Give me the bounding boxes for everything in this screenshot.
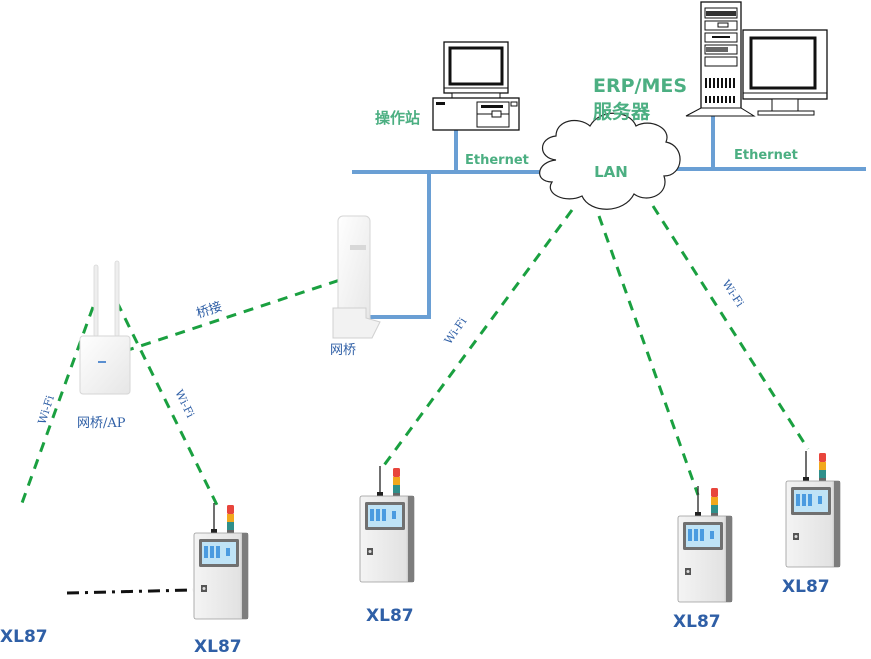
- server-label-line2: 服务器: [593, 100, 651, 123]
- bridge-uplink-cable: [370, 172, 431, 319]
- wifi-label-center: Wi-Fi: [442, 315, 470, 347]
- wireless-ap-icon: [79, 260, 131, 395]
- xl87-label: XL87: [782, 577, 830, 597]
- server-label-line1: ERP/MES: [593, 75, 687, 97]
- wifi-label-ap-left: Wi-Fi: [35, 393, 57, 426]
- operator-station-label: 操作站: [375, 109, 420, 127]
- bridge-link-label: 桥接: [194, 299, 224, 322]
- wifi-link-lan-to-xl87-center: [380, 209, 574, 469]
- xl87-cabinet-icon: [677, 485, 733, 603]
- outdoor-bridge-icon: [332, 215, 381, 339]
- xl87-cabinet-icon: [359, 465, 415, 583]
- wireless-links: [20, 205, 810, 508]
- bridge-node[interactable]: 网桥: [330, 215, 381, 358]
- desktop-pc-icon: [432, 41, 520, 131]
- xl87-cabinet-icon: [193, 502, 249, 620]
- bridge-label: 网桥: [330, 343, 356, 358]
- xl87-device[interactable]: [785, 450, 841, 568]
- xl87-cabinet-icon: [785, 450, 841, 568]
- xl87-label: XL87: [366, 606, 414, 626]
- xl87-label: XL87: [673, 612, 721, 632]
- wifi-label-right: Wi-Fi: [719, 278, 746, 310]
- xl87-label: XL87: [194, 637, 242, 657]
- wifi-link-lan-to-xl87-right2: [651, 205, 810, 450]
- xl87-label: XL87: [0, 627, 48, 647]
- wifi-link-lan-to-xl87-right1: [597, 215, 700, 496]
- ethernet-label-left: Ethernet: [465, 153, 529, 168]
- bridge-link-line: [106, 278, 341, 359]
- lan-label: LAN: [594, 163, 628, 181]
- operator-station[interactable]: 操作站: [375, 41, 520, 131]
- erp-mes-server[interactable]: ERP/MES 服务器: [593, 1, 828, 123]
- xl87-device[interactable]: [677, 485, 733, 603]
- serial-link-line: [66, 588, 194, 595]
- bridge-ap-node[interactable]: 网桥/AP: [77, 260, 131, 431]
- xl87-device[interactable]: [359, 465, 415, 583]
- tower-server-icon: [685, 1, 828, 117]
- wifi-label-ap-right: Wi-Fi: [172, 388, 197, 421]
- wifi-link-ap-to-xl87: [115, 301, 220, 508]
- lan-cloud: LAN: [539, 112, 681, 210]
- ethernet-backbone: [352, 116, 866, 319]
- ethernet-label-right: Ethernet: [734, 148, 798, 163]
- cloud-icon: [539, 112, 681, 210]
- xl87-device[interactable]: [193, 502, 249, 620]
- bridge-ap-label: 网桥/AP: [77, 416, 126, 431]
